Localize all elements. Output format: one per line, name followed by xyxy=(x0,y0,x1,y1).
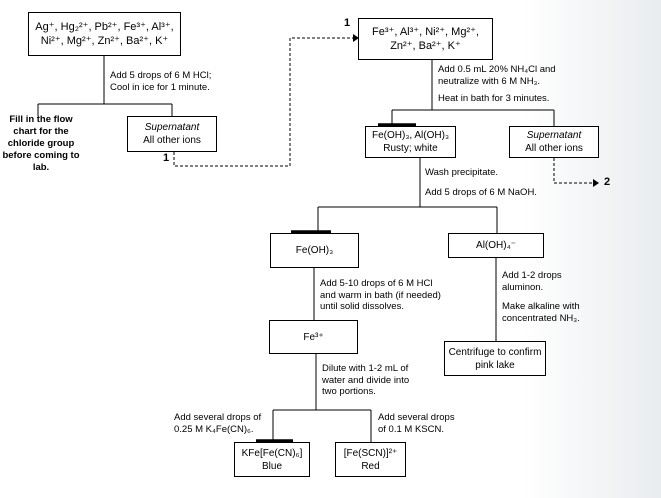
aluminate-box: Al(OH)₄⁻ xyxy=(448,233,544,258)
iron-ion-text: Fe³⁺ xyxy=(303,331,324,343)
hydroxides-line2: Rusty; white xyxy=(383,143,438,154)
step-wash-line1: Wash precipitate. xyxy=(425,167,499,178)
step-aluminon: Add 1-2 drops aluminon. Make alkaline wi… xyxy=(502,270,580,324)
starting-ions-box: Ag⁺, Hg₂²⁺, Pb²⁺, Fe³⁺, Al³⁺, Ni²⁺, Mg²⁺… xyxy=(28,12,181,56)
step-add-nh4cl-line2: neutralize with 6 M NH₃. xyxy=(438,75,541,87)
supernatant-right-text: All other ions xyxy=(525,143,583,154)
step-add-kscn-line1: Add several drops xyxy=(378,412,455,423)
step-aluminon-line2: aluminon. xyxy=(502,281,544,293)
step-add-kscn-line2: of 0.1 M KSCN. xyxy=(378,423,444,435)
step-add-kfecn-line2: 0.25 M K₄Fe(CN)₆. xyxy=(174,423,254,435)
group-ions-line2: Zn²⁺, Ba²⁺, K⁺ xyxy=(390,40,461,52)
supernatant-left-title: Supernatant xyxy=(144,122,200,133)
prussian-blue-box: KFe[Fe(CN)₆] Blue xyxy=(234,442,310,477)
group-ions-box: Fe³⁺, Al³⁺, Ni²⁺, Mg²⁺, Zn²⁺, Ba²⁺, K⁺ xyxy=(358,18,493,60)
step-dilute-line1: Dilute with 1-2 mL of xyxy=(322,363,409,374)
supernatant-left-text: All other ions xyxy=(143,135,201,146)
step-add-nh4cl: Add 0.5 mL 20% NH₄Cl and neutralize with… xyxy=(438,64,556,105)
supernatant-left-box: Supernatant All other ions xyxy=(127,116,217,152)
step-add-hcl-warm-line3: until solid dissolves. xyxy=(320,301,404,312)
hydroxides-box: Fe(OH)₃, Al(OH)₃ Rusty; white xyxy=(365,126,456,158)
instruction-note-line2: chart for the xyxy=(13,126,69,137)
thiocyanate-line1: [Fe(SCN)]²⁺ xyxy=(343,447,398,459)
thiocyanate-line2: Red xyxy=(361,460,380,472)
centrifuge-line1: Centrifuge to confirm xyxy=(448,346,542,358)
step-add-kfecn: Add several drops of 0.25 M K₄Fe(CN)₆. xyxy=(174,412,261,435)
step-add-kscn: Add several drops of 0.1 M KSCN. xyxy=(378,412,455,435)
iron-hydroxide-text: Fe(OH)₃ xyxy=(295,245,334,256)
step-add-hcl-line1: Add 5 drops of 6 M HCl; xyxy=(110,70,212,81)
step-dilute-line2: water and divide into xyxy=(322,374,410,386)
supernatant-right-title: Supernatant xyxy=(526,130,582,141)
starting-ions-line1: Ag⁺, Hg₂²⁺, Pb²⁺, Fe³⁺, Al³⁺, xyxy=(35,21,174,33)
centrifuge-box: Centrifuge to confirm pink lake xyxy=(444,341,546,376)
step-add-hcl-line2: Cool in ice for 1 minute. xyxy=(110,81,210,93)
step-dilute-line3: two portions. xyxy=(322,386,376,397)
prussian-blue-line2: Blue xyxy=(261,460,282,472)
instruction-note-line5: lab. xyxy=(32,162,50,173)
connector-label-1-right: 1 xyxy=(344,17,351,29)
step-add-hcl: Add 5 drops of 6 M HCl; Cool in ice for … xyxy=(110,70,211,93)
centrifuge-line2: pink lake xyxy=(475,359,515,371)
instruction-note-line3: chloride group xyxy=(7,138,75,149)
step-dilute: Dilute with 1-2 mL of water and divide i… xyxy=(322,363,409,398)
step-add-hcl-warm-line2: and warm in bath (if needed) xyxy=(320,289,441,301)
iron-hydroxide-box: Fe(OH)₃ xyxy=(270,233,359,268)
prussian-blue-line1: KFe[Fe(CN)₆] xyxy=(241,447,303,459)
step-add-nh4cl-line3: Heat in bath for 3 minutes. xyxy=(438,93,550,104)
step-wash-line2: Add 5 drops of 6 M NaOH. xyxy=(425,186,537,198)
iron-ion-box: Fe³⁺ xyxy=(269,320,358,354)
instruction-note-line4: before coming to xyxy=(2,150,80,161)
instruction-note-line1: Fill in the flow xyxy=(9,114,73,125)
hydroxides-line1: Fe(OH)₃, Al(OH)₃ xyxy=(371,130,450,141)
step-wash: Wash precipitate. Add 5 drops of 6 M NaO… xyxy=(425,167,537,198)
supernatant-right-box: Supernatant All other ions xyxy=(509,126,599,158)
background-gradient xyxy=(521,0,661,498)
step-aluminon-line4: concentrated NH₃. xyxy=(502,312,580,324)
step-aluminon-line1: Add 1-2 drops xyxy=(502,270,562,281)
connector-label-1-left: 1 xyxy=(163,152,170,164)
aluminate-text: Al(OH)₄⁻ xyxy=(476,240,516,251)
step-aluminon-line3: Make alkaline with xyxy=(502,301,580,312)
step-add-hcl-warm-line1: Add 5-10 drops of 6 M HCl xyxy=(320,278,433,289)
group-ions-line1: Fe³⁺, Al³⁺, Ni²⁺, Mg²⁺, xyxy=(372,26,479,38)
connector-label-2: 2 xyxy=(604,176,611,188)
step-add-nh4cl-line1: Add 0.5 mL 20% NH₄Cl and xyxy=(438,64,556,75)
step-add-kfecn-line1: Add several drops of xyxy=(174,412,262,423)
starting-ions-line2: Ni²⁺, Mg²⁺, Zn²⁺, Ba²⁺, K⁺ xyxy=(40,35,169,47)
step-add-hcl-warm: Add 5-10 drops of 6 M HCl and warm in ba… xyxy=(320,278,441,313)
instruction-note: Fill in the flow chart for the chloride … xyxy=(0,114,82,174)
thiocyanate-box: [Fe(SCN)]²⁺ Red xyxy=(335,442,406,477)
